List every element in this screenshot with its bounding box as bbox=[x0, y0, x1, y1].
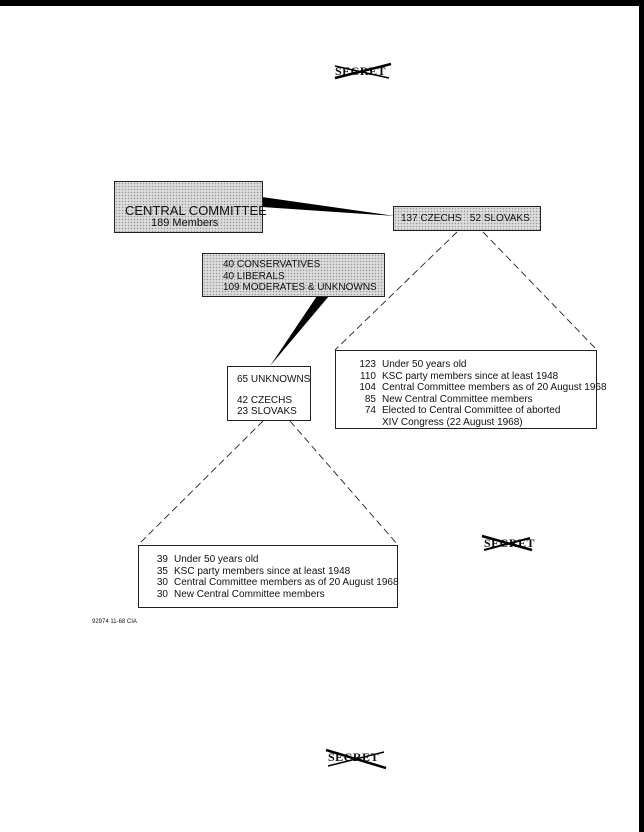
dashed-left-unknowns bbox=[137, 420, 264, 546]
unknowns-czechs: 42 CZECHS bbox=[237, 394, 293, 406]
central-committee-members: 189 Members bbox=[151, 217, 219, 229]
detail-num: 110 bbox=[360, 370, 376, 382]
nationality-box: 137 CZECHS 52 SLOVAKS bbox=[393, 206, 541, 231]
detail-text: Elected to Central Committee of aborted bbox=[382, 405, 561, 417]
detail-text: KSC party members since at least 1948 bbox=[174, 565, 351, 577]
dashed-left-nationality bbox=[334, 231, 458, 351]
central-committee-box: CENTRAL COMMITTEE 189 Members bbox=[114, 181, 267, 233]
detail-num: 39 bbox=[156, 554, 168, 565]
detail-row: 74 Elected to Central Committee of aborte… bbox=[350, 405, 596, 417]
factions-box: 40 CONSERVATIVES 40 LIBERALS 109 MODERAT… bbox=[202, 253, 385, 297]
detail-row: 110 KSC party members since at least 1948 bbox=[350, 371, 596, 383]
detail-num: 74 bbox=[364, 405, 376, 417]
dashed-right-nationality bbox=[482, 231, 598, 351]
detail-num: 85 bbox=[364, 393, 376, 405]
page-edge-right bbox=[639, 0, 644, 832]
unknowns-slovaks: 23 SLOVAKS bbox=[237, 406, 297, 418]
faction-conservatives: 40 CONSERVATIVES bbox=[223, 259, 321, 270]
strikeout-mark bbox=[325, 748, 387, 770]
detail-text: Under 50 years old bbox=[174, 554, 259, 565]
all-members-detail-box: 123 Under 50 years old 110 KSC party membe… bbox=[335, 350, 607, 429]
detail-row: XIV Congress (22 August 1968) bbox=[350, 417, 596, 429]
detail-row: 30 Central Committee members as of 20 Aug… bbox=[142, 577, 399, 589]
detail-text: New Central Committee members bbox=[382, 393, 533, 405]
detail-row: 104 Central Committee members as of 20 Au… bbox=[350, 382, 606, 394]
detail-text: New Central Committee members bbox=[174, 588, 325, 600]
strikeout-mark bbox=[334, 62, 392, 80]
figure-code: 92974 11-68 CIA bbox=[92, 619, 137, 625]
detail-text: Under 50 years old bbox=[382, 359, 467, 370]
detail-text: XIV Congress (22 August 1968) bbox=[382, 416, 523, 428]
faction-moderates: 109 MODERATES & UNKNOWNS bbox=[223, 282, 377, 294]
dashed-right-unknowns bbox=[289, 420, 399, 546]
nationality-text: 137 CZECHS 52 SLOVAKS bbox=[401, 213, 530, 224]
central-committee-title: CENTRAL COMMITTEE bbox=[125, 203, 267, 218]
stamp-top: SECRET bbox=[334, 62, 392, 80]
wedge-central-to-nationality bbox=[262, 197, 395, 216]
detail-num: 30 bbox=[156, 577, 168, 589]
detail-num: 123 bbox=[359, 359, 376, 370]
unknowns-box: 65 UNKNOWNS 42 CZECHS 23 SLOVAKS bbox=[227, 366, 311, 421]
detail-row: 30 New Central Committee members bbox=[142, 589, 397, 601]
detail-num: 35 bbox=[156, 565, 168, 577]
detail-row: 123 Under 50 years old bbox=[350, 359, 596, 371]
stamp-bottom: SECRET bbox=[325, 748, 387, 770]
detail-row: 35 KSC party members since at least 1948 bbox=[142, 566, 397, 578]
detail-text: Central Committee members as of 20 Augus… bbox=[174, 577, 399, 589]
stamp-middle: SECRET bbox=[481, 534, 535, 552]
wedge-factions-to-unknowns bbox=[270, 296, 329, 366]
detail-num: 104 bbox=[359, 382, 376, 394]
detail-row: 85 New Central Committee members bbox=[350, 394, 596, 406]
detail-text: KSC party members since at least 1948 bbox=[382, 370, 559, 382]
page-edge-top bbox=[0, 0, 644, 6]
unknowns-detail-box: 39 Under 50 years old 35 KSC party members… bbox=[138, 545, 399, 608]
detail-text: Central Committee members as of 20 Augus… bbox=[382, 382, 607, 394]
unknowns-title: 65 UNKNOWNS bbox=[237, 374, 311, 385]
strikeout-mark bbox=[481, 534, 533, 552]
detail-row: 39 Under 50 years old bbox=[142, 554, 397, 566]
faction-liberals: 40 LIBERALS bbox=[223, 270, 285, 282]
detail-num: 30 bbox=[156, 588, 168, 600]
